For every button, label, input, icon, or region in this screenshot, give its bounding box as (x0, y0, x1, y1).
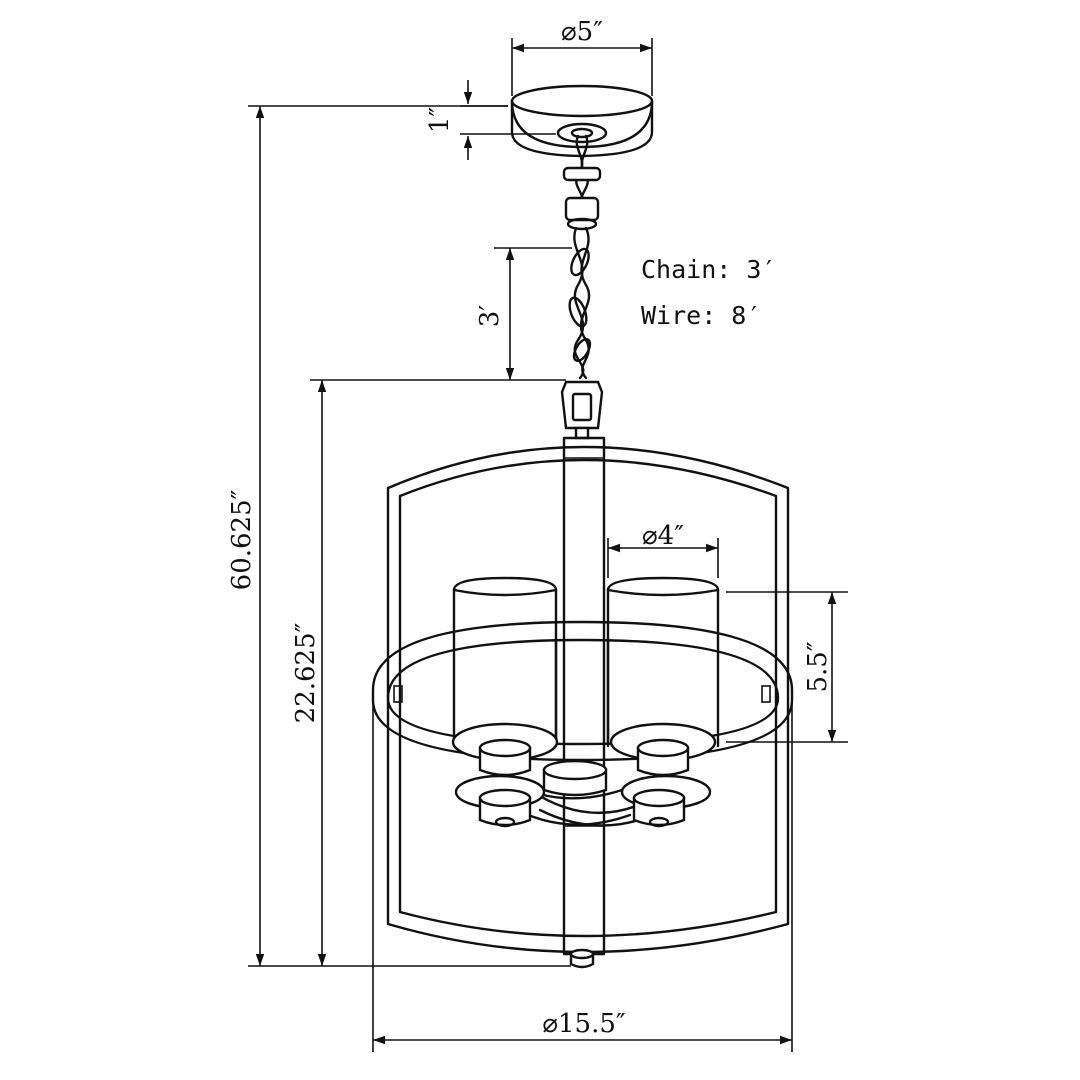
canopy-diameter-label: ⌀5″ (561, 17, 603, 47)
body-diameter-label: ⌀15.5″ (542, 1009, 626, 1039)
dimension-lines (248, 38, 848, 1052)
lamp-cluster (451, 722, 717, 828)
shade-diameter-label: ⌀4″ (642, 521, 684, 551)
body-height-label: 22.625″ (291, 622, 321, 723)
shade-left (452, 576, 558, 748)
center-rod (562, 436, 606, 956)
middle-ring (371, 620, 794, 762)
wire-note: Wire: 8′ (641, 301, 761, 330)
chain-note: Chain: 3′ (641, 255, 776, 284)
outer-cage (386, 445, 790, 954)
chain-length-label: 3′ (475, 305, 505, 328)
canopy (510, 84, 654, 158)
chain (560, 134, 604, 440)
overall-height-label: 60.625″ (227, 489, 257, 590)
bottom-finial (569, 948, 595, 969)
shade-right (606, 576, 720, 748)
fixture (371, 84, 794, 969)
canopy-height-label: 1″ (425, 107, 455, 134)
shade-height-label: 5.5″ (803, 641, 833, 692)
